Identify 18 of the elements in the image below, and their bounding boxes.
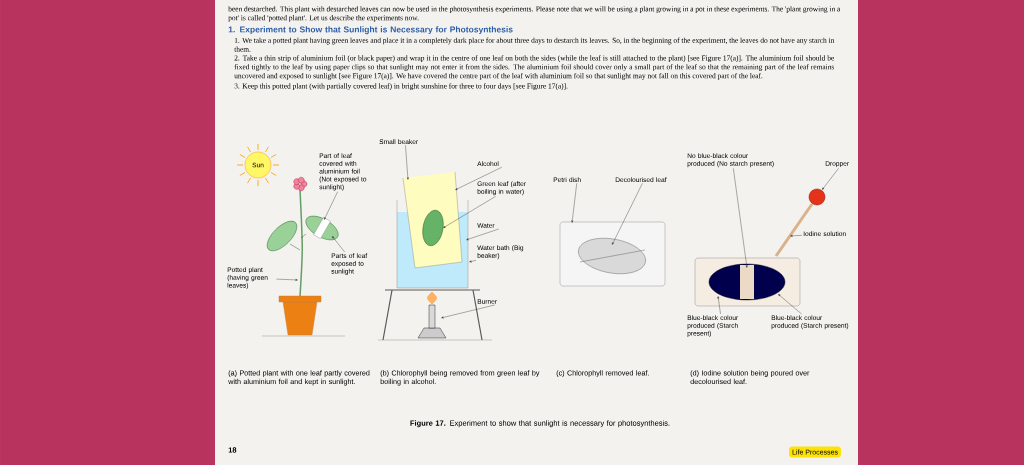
leader-line bbox=[332, 236, 345, 253]
leader-line bbox=[717, 296, 721, 315]
leader-line bbox=[733, 168, 748, 268]
leader-line bbox=[466, 228, 499, 241]
leader-line bbox=[324, 191, 338, 220]
leader-line bbox=[778, 294, 802, 315]
leader-line bbox=[571, 183, 577, 223]
petri-dish-drawing bbox=[559, 221, 666, 287]
leader-line bbox=[405, 145, 409, 180]
leader-line bbox=[276, 278, 298, 281]
leader-line bbox=[612, 183, 643, 245]
leader-line bbox=[790, 234, 803, 237]
leader-line bbox=[455, 167, 502, 190]
leader-line bbox=[822, 168, 839, 190]
section-heading: 1. Experiment to Show that Sunlight is Necessary for Photosynthesis bbox=[228, 26, 513, 35]
leader-line bbox=[441, 304, 495, 319]
leader-line bbox=[469, 260, 477, 263]
leader-line bbox=[443, 196, 496, 228]
